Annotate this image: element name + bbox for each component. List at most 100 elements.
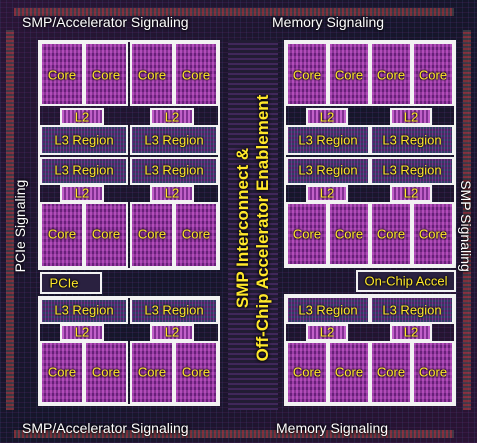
l2-block [60,324,104,341]
bottom-io-strip [14,430,454,438]
l2-label: L2 [164,109,180,125]
core-label: Core [137,226,167,242]
core-label: Core [376,364,406,380]
l2-block [390,108,432,125]
core-label: Core [376,226,406,242]
bottom-left-signaling-label: SMP/Accelerator Signaling [22,420,189,436]
core-block [286,42,328,106]
on-chip-accel-block [356,270,456,292]
l2-label: L2 [74,324,90,340]
center-line-2: Off-Chip Accelerator Enablement [253,94,272,362]
l3-region-block [40,157,128,185]
l2-block [60,185,104,202]
center-line-1: SMP Interconnect & [233,147,252,309]
core-label: Core [91,67,121,83]
core-label: Core [181,364,211,380]
core-block [412,202,454,266]
core-block [40,42,84,106]
l2-label: L2 [164,185,180,201]
l2-label: L2 [319,324,335,340]
core-block [412,42,454,106]
core-label: Core [91,364,121,380]
core-label: Core [292,226,322,242]
top-io-strip [14,8,454,16]
on-chip-accel-label: On-Chip Accel [364,273,448,289]
l3-region-label: L3 Region [382,302,442,318]
core-block [84,42,128,106]
l2-block [60,108,104,125]
core-block [370,42,412,106]
core-label: Core [47,364,77,380]
l2-label: L2 [403,185,419,201]
l3-region-label: L3 Region [54,162,114,178]
l3-region-block [370,125,454,155]
l3-region-label: L3 Region [54,302,114,318]
core-block [286,202,328,266]
core-label: Core [181,226,211,242]
l3-region-label: L3 Region [54,132,114,148]
core-block [130,202,174,268]
l3-region-label: L3 Region [382,132,442,148]
smp-interconnect-label: SMP Interconnect & Off-Chip Accelerator … [233,48,273,408]
l2-label: L2 [74,109,90,125]
core-block [328,42,370,106]
l2-block [150,108,194,125]
core-block [370,202,412,266]
core-label: Core [137,67,167,83]
l2-block [306,108,348,125]
core-block [84,202,128,268]
core-label: Core [47,67,77,83]
core-block [174,42,218,106]
l3-region-block [370,157,454,185]
right-bottom-quadrant [284,294,456,406]
core-label: Core [418,226,448,242]
l2-label: L2 [164,324,180,340]
smp-interconnect-area [228,40,278,410]
l3-region-block [130,125,218,155]
left-io-strip [6,30,14,410]
core-block [40,202,84,268]
core-label: Core [181,67,211,83]
l2-block [150,324,194,341]
l2-label: L2 [74,185,90,201]
l2-block [306,185,348,202]
l3-region-block [130,157,218,185]
l3-region-block [286,125,370,155]
core-block [328,202,370,266]
l3-region-label: L3 Region [144,132,204,148]
l3-region-block [40,298,128,324]
right-signaling-label: SMP Signaling [458,180,474,272]
top-left-signaling-label: SMP/Accelerator Signaling [22,14,189,30]
core-label: Core [376,67,406,83]
left-top-quadrant [38,40,220,270]
l2-label: L2 [319,185,335,201]
core-label: Core [292,364,322,380]
l2-block [390,324,432,341]
l2-label: L2 [403,109,419,125]
core-label: Core [91,226,121,242]
core-label: Core [292,67,322,83]
l3-region-label: L3 Region [298,162,358,178]
left-signaling-label: PCIe Signaling [12,179,28,273]
core-label: Core [334,364,364,380]
l2-block [390,185,432,202]
l3-region-label: L3 Region [298,132,358,148]
l2-label: L2 [319,109,335,125]
core-label: Core [334,226,364,242]
core-block [286,341,328,404]
left-bottom-quadrant [38,296,220,406]
core-block [40,341,84,404]
l3-region-block [130,298,218,324]
l3-region-block [370,296,454,324]
l3-region-block [286,296,370,324]
l3-region-label: L3 Region [144,162,204,178]
right-top-quadrant [284,40,456,268]
l3-region-label: L3 Region [298,302,358,318]
core-block [174,341,218,404]
core-label: Core [334,67,364,83]
core-block [412,341,454,404]
l3-region-block [286,157,370,185]
l2-label: L2 [403,324,419,340]
top-right-signaling-label: Memory Signaling [272,14,385,30]
l3-region-block [40,125,128,155]
